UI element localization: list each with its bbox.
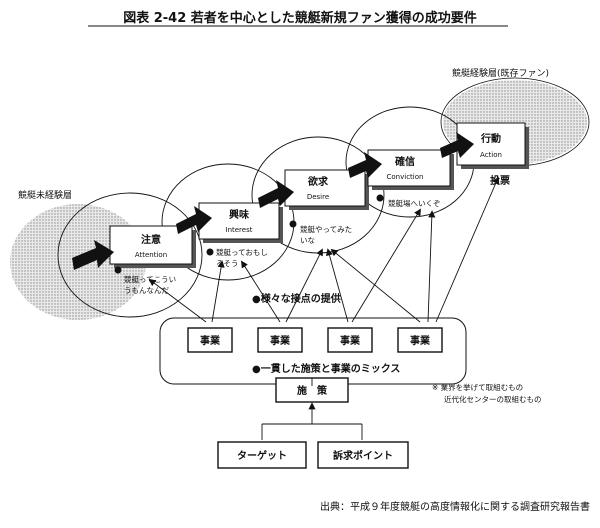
figure-title: 図表 2-42 若者を中心とした競艇新規ファン獲得の成功要件 bbox=[123, 10, 477, 26]
thought-interest-line1: 競艇っておもし bbox=[216, 247, 268, 257]
mix-label: ●一貫した施策と事業のミックス bbox=[252, 362, 400, 375]
stage-circle-attention bbox=[57, 192, 203, 318]
stage-en-conviction: Conviction bbox=[387, 173, 424, 181]
stage-box-conviction: 確信 Conviction bbox=[367, 149, 454, 190]
target-label: ターゲット bbox=[237, 449, 287, 462]
project-label-4: 事業 bbox=[410, 334, 431, 347]
stage-label-interest: 興味 bbox=[229, 208, 249, 221]
touchpoints-label: ●様々な接点の提供 bbox=[252, 292, 341, 305]
source-caption: 出典：平成９年度競艇の高度情報化に関する調査研究報告書 bbox=[320, 500, 590, 513]
stage-box-interest: 興味 Interest bbox=[198, 202, 283, 243]
novice-layer-label: 競艇未経験層 bbox=[18, 189, 72, 201]
stage-en-desire: Desire bbox=[307, 193, 329, 201]
thought-interest: 競艇っておもし ろそう bbox=[206, 247, 268, 268]
touchpoint-arrows bbox=[148, 176, 500, 323]
thought-desire-line2: いな bbox=[300, 236, 315, 245]
arrow-desire-to-conviction bbox=[348, 152, 382, 178]
stage-label-desire: 欲求 bbox=[307, 175, 329, 188]
project-box-1: 事業 bbox=[187, 327, 233, 353]
stage-box-attention: 注意 Attention bbox=[109, 225, 196, 268]
arrow-into-attention bbox=[72, 240, 114, 270]
thought-interest-line2: ろそう bbox=[216, 259, 239, 268]
project-label-3: 事業 bbox=[340, 334, 361, 347]
arrow-attention-to-interest bbox=[176, 206, 212, 234]
project-box-4: 事業 bbox=[397, 327, 443, 353]
project-box-2: 事業 bbox=[257, 327, 303, 353]
note-line-2: 近代化センターの取組むもの bbox=[444, 394, 542, 404]
note-line-1: ※ 業界を挙げて取組むもの bbox=[432, 382, 523, 392]
thought-desire-line1: 競艇やってみた bbox=[300, 224, 352, 234]
project-box-3: 事業 bbox=[327, 327, 373, 353]
thought-attention-line2: うもんなんだ bbox=[124, 286, 169, 295]
target-box: ターゲット bbox=[217, 441, 307, 469]
experienced-layer-label: 競艇経験層(既存ファン) bbox=[452, 67, 549, 79]
stage-label-action: 行動 bbox=[480, 132, 501, 145]
stage-box-desire: 欲求 Desire bbox=[284, 169, 369, 210]
thought-attention-line1: 競艇ってこうい bbox=[124, 274, 176, 284]
appeal-point-label: 訴求ポイント bbox=[333, 449, 393, 462]
stage-en-action: Action bbox=[480, 151, 502, 159]
stage-box-action: 行動 Action bbox=[456, 122, 529, 169]
project-label-2: 事業 bbox=[270, 334, 291, 347]
arrow-conviction-to-action bbox=[440, 132, 474, 158]
appeal-point-box: 訴求ポイント bbox=[317, 441, 409, 469]
stage-label-attention: 注意 bbox=[141, 233, 161, 246]
policy-label: 施 策 bbox=[297, 384, 328, 397]
thought-desire: 競艇やってみた いな bbox=[289, 220, 352, 245]
thought-conviction-line1: 競艇場へいくぞ bbox=[388, 198, 441, 208]
stage-en-interest: Interest bbox=[226, 226, 253, 234]
stage-label-conviction: 確信 bbox=[395, 155, 415, 168]
transition-arrows bbox=[72, 132, 474, 270]
stage-en-attention: Attention bbox=[135, 251, 167, 259]
thought-conviction: 競艇場へいくぞ bbox=[376, 194, 441, 208]
arrow-interest-to-desire bbox=[258, 180, 294, 208]
project-label-1: 事業 bbox=[200, 334, 221, 347]
investment-label: 投票 bbox=[490, 174, 510, 187]
inputs-bracket bbox=[261, 402, 363, 440]
